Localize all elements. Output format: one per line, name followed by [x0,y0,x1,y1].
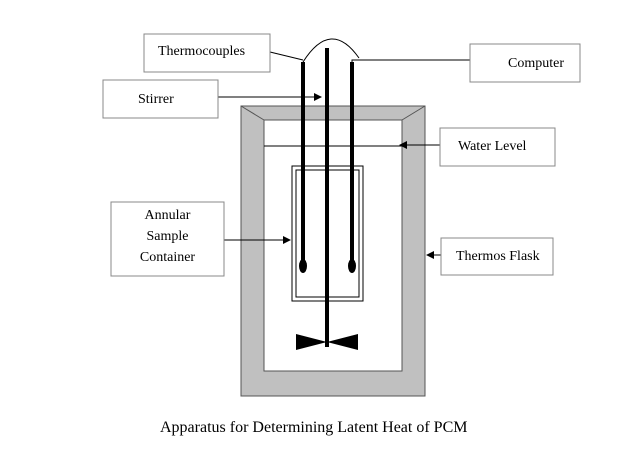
stirrer-blade [296,334,358,350]
label-text-water-level: Water Level [458,139,527,154]
computer-connector [351,59,470,62]
label-box-stirrer [102,79,219,119]
thermocouples [299,38,360,273]
label-water-level: Water Level [439,127,556,167]
label-box-water-level [439,127,556,167]
flask-inner-chamfer-left [240,105,265,121]
label-box-thermocouples [143,33,271,73]
label-box-computer [469,43,581,83]
label-text-annular-1: Annular [145,208,191,223]
label-text-thermocouples: Thermocouples [158,44,245,59]
label-computer: Computer [469,43,581,83]
thermocouple-right-bulb [348,259,356,273]
diagram-caption: Apparatus for Determining Latent Heat of… [160,419,467,436]
label-thermos-flask: Thermos Flask [440,237,554,276]
flask-wall [240,105,426,397]
label-text-thermos-flask: Thermos Flask [456,249,540,264]
thermocouples-connector [269,51,304,61]
label-thermocouples: Thermocouples [143,33,271,73]
stirrer [296,48,358,350]
label-box-thermos-flask [440,237,554,276]
label-stirrer: Stirrer [102,79,219,119]
label-text-annular-2: Sample [147,229,189,244]
label-text-annular-3: Container [140,250,196,265]
thermos-flask [240,105,426,397]
flask-inner-chamfer-right [401,105,426,121]
thermocouple-cable [302,38,360,63]
label-annular-sample-container: Annular Sample Container [110,201,225,277]
label-text-stirrer: Stirrer [138,92,174,107]
label-text-computer: Computer [508,56,564,71]
label-box-annular [110,201,225,277]
thermocouple-left-bulb [299,259,307,273]
